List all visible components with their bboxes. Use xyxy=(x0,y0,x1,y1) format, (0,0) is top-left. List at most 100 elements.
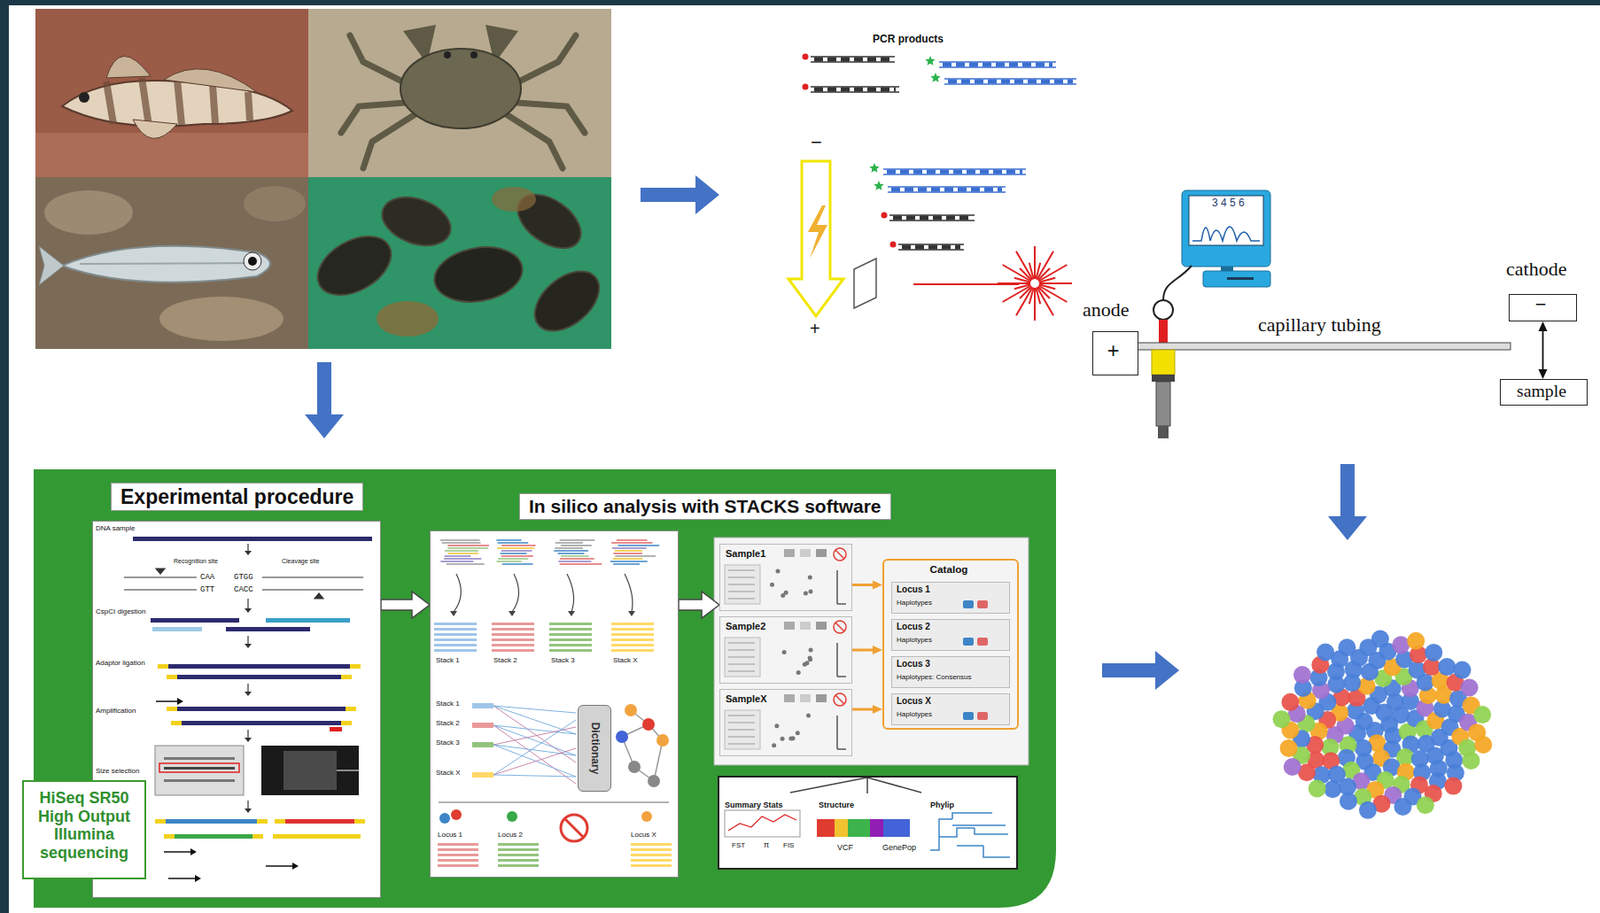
figure-label: DNA sample xyxy=(95,524,135,533)
capillary-apparatus xyxy=(1157,426,1169,439)
stacks-analysis xyxy=(438,802,669,804)
sample-panel xyxy=(784,549,795,558)
node-title: cathode xyxy=(1506,257,1567,280)
procedure-steps xyxy=(163,851,191,854)
sample-panel xyxy=(774,723,779,729)
capillary-apparatus xyxy=(1227,277,1254,280)
dna-fragment xyxy=(947,79,1073,85)
stacks-analysis xyxy=(491,644,535,647)
haplotype-badge xyxy=(977,637,988,646)
population-cluster xyxy=(1424,644,1443,662)
procedure-steps xyxy=(163,767,235,770)
sample-panel xyxy=(815,549,827,558)
analysis-panel: In silico analysis with STACKS softwareD… xyxy=(429,530,679,878)
stacks-analysis xyxy=(617,544,660,547)
figure-label: capillary tubing xyxy=(1258,313,1382,336)
sample-panel xyxy=(784,621,795,630)
stacks-analysis xyxy=(628,611,636,617)
species-photos xyxy=(243,186,306,222)
stacks-analysis xyxy=(496,539,521,542)
stacks-analysis xyxy=(497,854,539,857)
stacks-analysis xyxy=(493,725,576,785)
figure-label: + xyxy=(809,318,821,340)
node-title: Sample2 xyxy=(725,621,766,633)
stacks-analysis xyxy=(549,622,592,626)
species-photos xyxy=(308,177,612,350)
sample-panel xyxy=(807,657,813,662)
haplotype-badge xyxy=(963,600,974,609)
procedure-steps xyxy=(252,834,264,839)
stacks-analysis xyxy=(493,745,576,777)
species-photos xyxy=(35,132,309,178)
sample-panel xyxy=(837,603,847,606)
procedure-steps xyxy=(190,848,197,856)
sample-panel xyxy=(724,565,761,605)
gel-lane xyxy=(788,161,1019,317)
sample-panel xyxy=(806,714,811,719)
species-photos xyxy=(341,35,585,169)
stacks-analysis xyxy=(630,864,672,868)
locus-box: Locus 1Haplotypes xyxy=(891,582,1010,614)
procedure-steps xyxy=(247,636,249,645)
stacks-analysis xyxy=(447,547,489,550)
stacks-analysis xyxy=(437,859,479,863)
figure-label: CACC xyxy=(233,585,254,595)
species-photos xyxy=(443,51,451,59)
flow-arrow xyxy=(640,175,720,215)
sample-panel xyxy=(803,591,808,597)
procedure-steps xyxy=(247,730,249,739)
sample-panel xyxy=(728,671,755,673)
species-photos xyxy=(307,224,402,307)
population-cluster xyxy=(1337,638,1356,657)
sample-panel xyxy=(815,621,827,630)
species-photos xyxy=(248,256,257,266)
stacks-analysis xyxy=(434,649,477,653)
population-cluster xyxy=(1323,780,1342,799)
stacks-analysis xyxy=(493,748,576,776)
stacks-analysis xyxy=(491,633,535,637)
stacks-analysis xyxy=(614,550,643,552)
figure-label: Amplification xyxy=(95,706,136,715)
stacks-analysis xyxy=(497,859,539,863)
procedure-steps xyxy=(336,770,364,772)
procedure-steps xyxy=(159,763,240,773)
dna-fragment xyxy=(891,187,1002,193)
species-photos xyxy=(35,177,309,350)
procedure-steps xyxy=(283,751,337,791)
species-photos xyxy=(62,246,271,283)
stacks-analysis xyxy=(472,722,494,729)
stacks-analysis xyxy=(642,718,655,731)
arrow-shaft xyxy=(1542,331,1545,370)
stacks-analysis xyxy=(647,775,661,788)
dna-fragment xyxy=(873,180,1006,193)
procedure-steps xyxy=(354,819,366,824)
stacks-analysis xyxy=(560,815,588,842)
dna-fragment xyxy=(893,216,971,221)
dna-fragment xyxy=(802,84,901,94)
procedure-steps xyxy=(166,675,178,680)
stacks-analysis xyxy=(434,638,477,642)
stacks-analysis xyxy=(553,550,589,552)
figure-label: CAA xyxy=(200,573,215,583)
figure-label: Locus 1 xyxy=(437,831,463,839)
stacks-analysis xyxy=(628,761,641,774)
population-cluster xyxy=(1406,632,1425,651)
sample-panel xyxy=(775,568,780,574)
capillary-apparatus xyxy=(1151,349,1175,375)
output-panel xyxy=(930,813,1010,858)
stacks-analysis xyxy=(615,730,629,744)
stacks-analysis xyxy=(434,622,477,626)
species-photos xyxy=(38,246,64,286)
stacks-analysis xyxy=(497,843,539,847)
procedure-steps xyxy=(244,644,252,649)
arrowhead xyxy=(1538,369,1548,380)
frame-strip xyxy=(0,0,9,913)
stacks-analysis xyxy=(549,633,592,637)
node-text: Haplotypes xyxy=(896,710,933,719)
node-title: sample xyxy=(1500,380,1583,402)
population-cluster xyxy=(1273,710,1291,729)
haplotype-badge xyxy=(963,712,974,721)
figure-label: Stack X xyxy=(613,656,638,665)
population-cluster xyxy=(1393,798,1412,816)
